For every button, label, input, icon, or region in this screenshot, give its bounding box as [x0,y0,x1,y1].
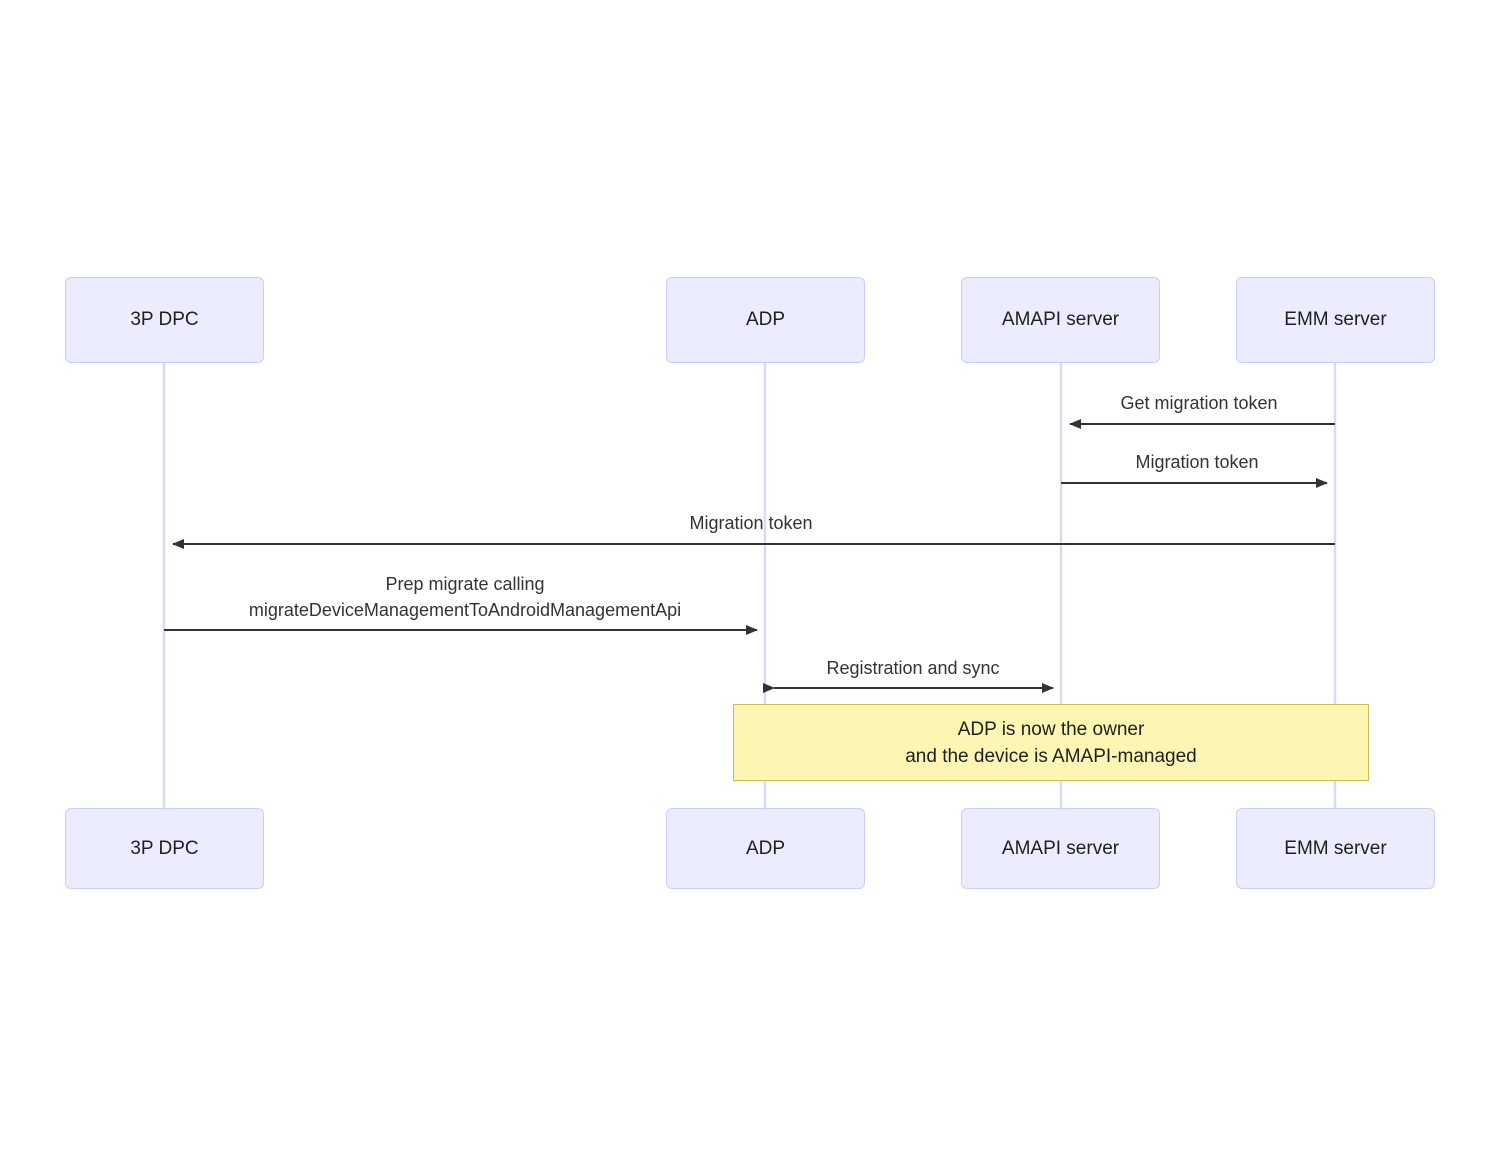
participant-top-adp[interactable]: ADP [666,277,865,363]
participant-top-3p-dpc[interactable]: 3P DPC [65,277,264,363]
note-line-1: ADP is now the owner [957,718,1145,740]
message-label-registration-and-sync: Registration and sync [826,658,1000,678]
message-label-migration-token-to-dpc: Migration token [689,513,813,533]
participant-label: AMAPI server [1001,837,1120,859]
message-label-get-migration-token: Get migration token [1120,393,1278,413]
message-label-migration-token-to-emm: Migration token [1135,452,1259,472]
participant-label: 3P DPC [130,837,199,859]
participant-top-amapi-server[interactable]: AMAPI server [961,277,1160,363]
participant-label: ADP [745,837,786,859]
note-line-2: and the device is AMAPI-managed [905,745,1197,767]
participant-label: 3P DPC [130,309,199,330]
participant-label: AMAPI server [1001,309,1120,330]
participant-label: ADP [745,309,786,330]
participant-top-emm-server[interactable]: EMM server [1236,277,1435,363]
message-label-prep-migrate-line1: Prep migrate calling [385,574,545,594]
participant-bottom-emm-server[interactable]: EMM server [1236,808,1435,889]
participant-bottom-amapi-server[interactable]: AMAPI server [961,808,1160,889]
participant-label: EMM server [1284,309,1387,330]
participant-bottom-3p-dpc[interactable]: 3P DPC [65,808,264,889]
participant-bottom-adp[interactable]: ADP [666,808,865,889]
participant-label: EMM server [1284,837,1387,859]
message-label-prep-migrate: Prep migrate calling migrateDeviceManage… [155,571,775,623]
message-label-prep-migrate-line2: migrateDeviceManagementToAndroidManageme… [248,600,682,620]
note-adp-owner: ADP is now the owner and the device is A… [733,704,1369,781]
